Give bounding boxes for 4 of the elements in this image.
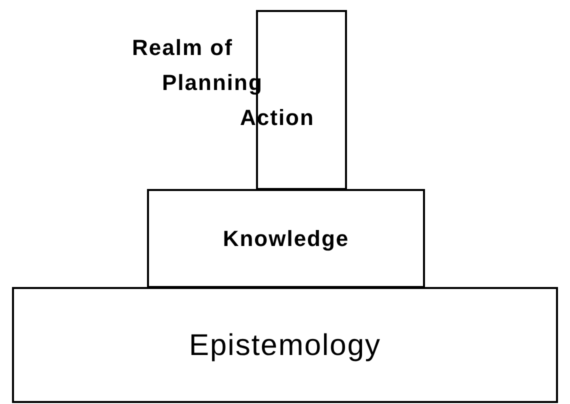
layer-box [147,189,425,288]
node-text: Knowledge [222,225,350,253]
node-text: Epistemology [188,328,382,364]
layer-box [12,287,558,403]
